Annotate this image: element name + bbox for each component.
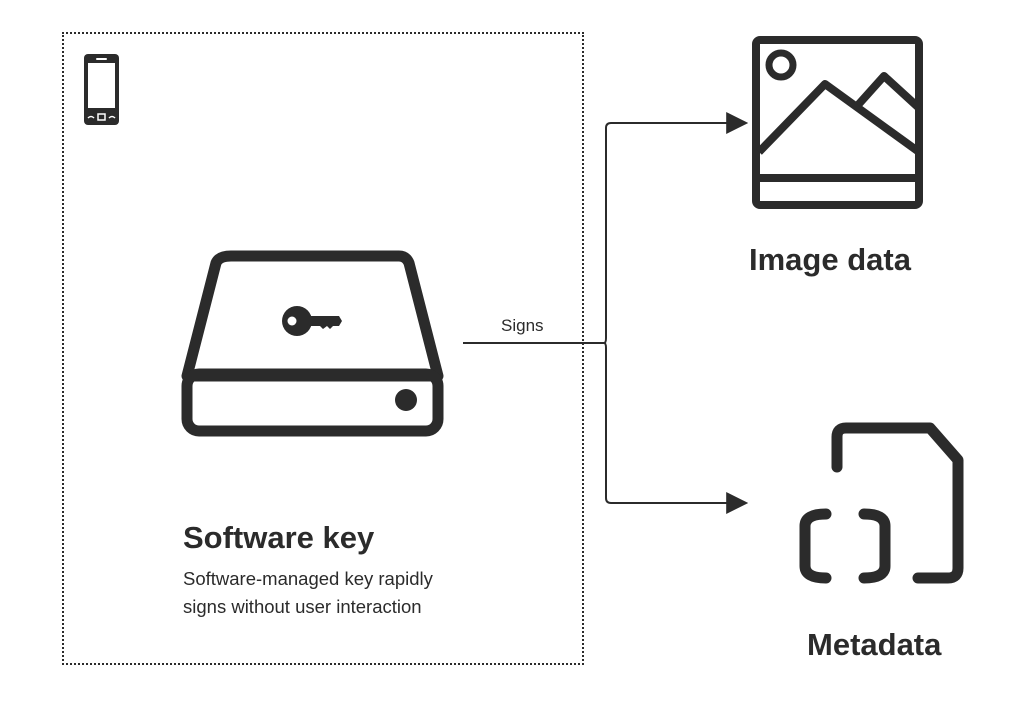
software-key-description: Software-managed key rapidly signs witho… xyxy=(183,565,433,621)
software-key-description-line: signs without user interaction xyxy=(183,596,422,617)
key-icon xyxy=(282,306,342,336)
device-boundary xyxy=(62,32,584,665)
signs-label: Signs xyxy=(501,316,544,335)
image-data-label: Image data xyxy=(749,242,911,277)
arrow-to-metadata xyxy=(603,342,749,514)
software-key-title: Software key xyxy=(183,520,375,555)
software-key-description-line: Software-managed key rapidly xyxy=(183,568,433,589)
metadata-label: Metadata xyxy=(807,627,942,662)
